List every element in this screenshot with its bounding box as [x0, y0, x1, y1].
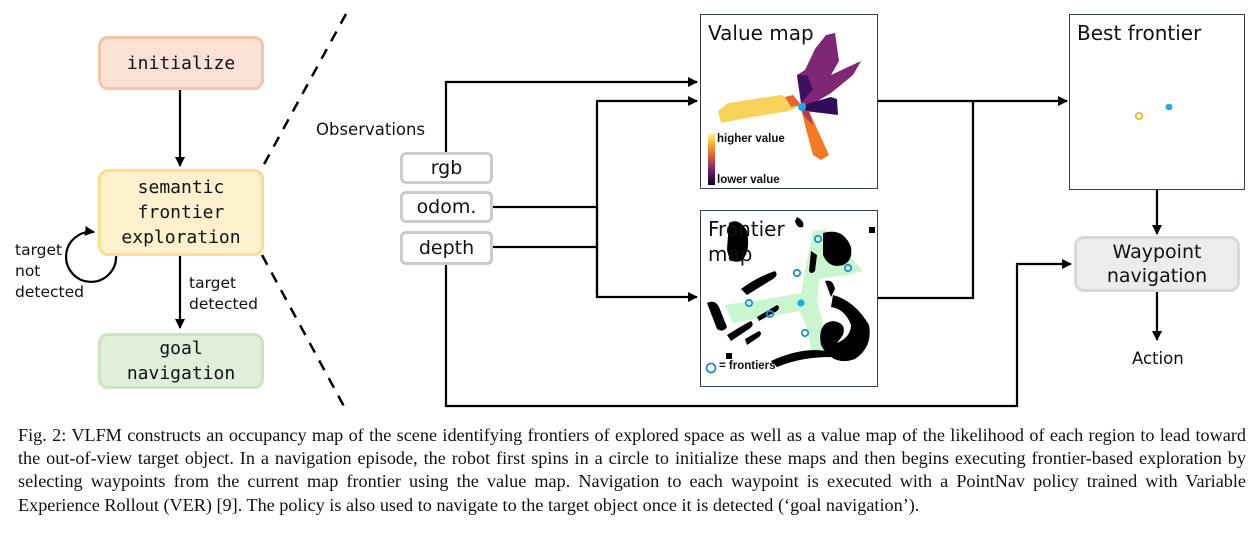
- frontier-map-panel: Frontier map = frontiers: [700, 210, 878, 387]
- label-target-not-detected: target not detected: [15, 241, 84, 301]
- value-map-panel: Value map higher value lower value: [700, 14, 878, 189]
- input-odom-label: odom.: [416, 196, 477, 218]
- state-goal-navigation-label: goal navigation: [126, 338, 236, 384]
- input-odom: odom.: [400, 191, 493, 223]
- vlfm-diagram: initialize semantic frontier exploration…: [15, 13, 1245, 411]
- value-region-north-inner: [797, 75, 813, 103]
- loop-arrow-target-not-detected: [65, 225, 118, 283]
- arrow-rgb-to-value-map: [444, 77, 698, 152]
- waypoint-navigation-box: Waypoint navigation: [1074, 236, 1240, 292]
- robot-marker: [797, 299, 805, 307]
- state-initialize-label: initialize: [126, 52, 236, 74]
- legend-higher-value: higher value: [717, 133, 785, 145]
- colorbar: [708, 133, 715, 185]
- frontier-legend-label: = frontiers: [719, 360, 776, 372]
- value-region-east: [803, 97, 838, 115]
- value-region-west-warm: [785, 95, 801, 107]
- frontier-marker: [843, 263, 853, 273]
- input-rgb-label: rgb: [430, 157, 463, 179]
- state-initialize: initialize: [98, 36, 264, 90]
- robot-marker: [1165, 103, 1173, 111]
- arrow-odom-depth-to-value-map: [595, 96, 698, 297]
- frontier-markers: [705, 234, 853, 374]
- legend-lower-value: lower value: [717, 174, 780, 186]
- best-frontier-title: Best frontier: [1077, 21, 1202, 45]
- best-frontier-panel: Best frontier: [1069, 14, 1245, 190]
- input-depth-label: depth: [418, 237, 475, 259]
- line-frontier-map-to-join: [877, 101, 975, 300]
- frontier-marker: [800, 328, 810, 338]
- action-label: Action: [1132, 349, 1184, 368]
- frontier-legend-marker: [705, 362, 717, 374]
- frontier-map-image: [705, 217, 875, 374]
- arrow-odom-depth-to-frontier-map: [595, 207, 698, 302]
- observations-label: Observations: [316, 120, 426, 139]
- value-region-north: [797, 33, 861, 105]
- value-region-south: [801, 109, 829, 160]
- robot-marker: [798, 103, 806, 111]
- connector-layer: [65, 13, 1162, 411]
- arrow-depth-to-waypoint-navigation: [444, 259, 1072, 408]
- dashed-zoom-line-bottom: [260, 254, 348, 411]
- frontier-marker: [765, 309, 775, 319]
- value-map-title: Value map: [708, 21, 814, 45]
- dashed-zoom-line-top: [260, 13, 348, 169]
- state-goal-navigation: goal navigation: [98, 333, 264, 389]
- state-semantic-frontier-exploration: semantic frontier exploration: [98, 169, 264, 256]
- frontier-marker: [813, 234, 823, 244]
- frontier-marker: [744, 298, 754, 308]
- figure-caption: Fig. 2: VLFM constructs an occupancy map…: [18, 425, 1246, 515]
- best-frontier-marker: [1134, 111, 1144, 121]
- waypoint-navigation-label: Waypoint navigation: [1106, 241, 1208, 287]
- state-exploration-label: semantic frontier exploration: [121, 177, 241, 248]
- value-map-image: [708, 33, 861, 185]
- label-target-detected: target detected: [189, 274, 258, 313]
- frontier-map-title: Frontier map: [708, 217, 785, 266]
- value-region-south-inner: [801, 109, 813, 125]
- obstacles: [707, 217, 875, 367]
- best-frontier-image: [1134, 103, 1173, 121]
- input-depth: depth: [400, 231, 493, 265]
- frontier-marker: [792, 268, 802, 278]
- value-region-west: [718, 95, 801, 123]
- input-rgb: rgb: [400, 152, 493, 184]
